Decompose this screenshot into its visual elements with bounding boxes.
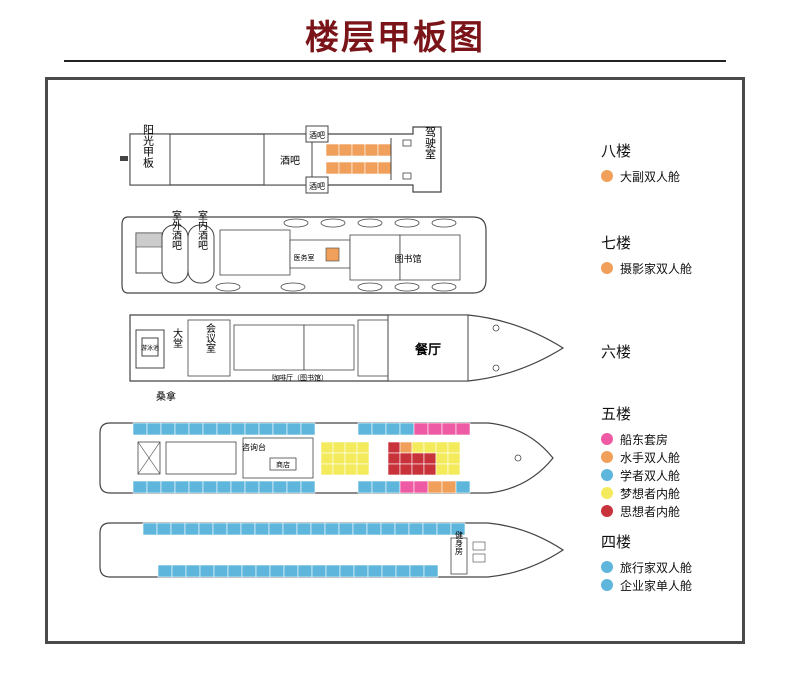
lounge-label: 咖啡厅（图书馆）	[272, 373, 328, 382]
deck-4-cabins-top	[142, 522, 466, 536]
restaurant-label: 餐厅	[414, 342, 441, 358]
legend-swatch	[601, 469, 613, 481]
legend-swatch	[601, 262, 613, 274]
bridge-label: 驾驶室	[424, 126, 437, 159]
library-label: 图书馆	[394, 253, 421, 265]
legend-item-label: 水手双人舱	[620, 450, 681, 465]
legend-deck-4: 四楼 旅行家双人舱 企业家单人舱	[601, 531, 692, 594]
legend-item-label: 梦想者内舱	[620, 486, 681, 501]
legend-item-label: 学者双人舱	[620, 468, 681, 483]
title-divider	[64, 60, 726, 62]
legend-item: 梦想者内舱	[601, 484, 680, 502]
bar-mid-label: 酒吧	[280, 155, 300, 167]
legend-swatch	[601, 433, 613, 445]
deck-5-plan: 咨询台 商店	[99, 422, 554, 494]
legend-item-label: 摄影家双人舱	[620, 261, 693, 276]
legend-floor-title: 四楼	[601, 533, 632, 551]
legend-floor-title: 五楼	[601, 405, 632, 423]
deck-8-plan: 阳光甲板 酒吧 酒吧 酒吧 驾驶室	[120, 124, 442, 194]
deck-5-cabins-bottom	[132, 480, 471, 494]
outdoor-bar-label: 室外酒吧	[170, 209, 182, 250]
clinic-label: 医务室	[294, 253, 315, 262]
legend-item: 摄影家双人舱	[601, 259, 692, 277]
pool-box	[141, 337, 159, 357]
legend-item: 大副双人舱	[601, 167, 680, 185]
legend-swatch	[601, 487, 613, 499]
legend-item: 水手双人舱	[601, 448, 680, 466]
legend-swatch	[601, 451, 613, 463]
legend-swatch	[601, 170, 613, 182]
legend-item: 旅行家双人舱	[601, 558, 692, 576]
pool-label: 游泳池	[141, 344, 159, 352]
deck-7-plan: 室外酒吧 室内酒吧 医务室 图书馆	[121, 209, 487, 294]
legend-floor-title: 七楼	[601, 234, 632, 252]
legend-item-label: 思想者内舱	[620, 504, 681, 519]
bar-bottom-label: 酒吧	[309, 182, 325, 191]
bar-top-label: 酒吧	[309, 131, 325, 140]
deck-4-plan: 健身房	[99, 522, 565, 578]
legend-item: 思想者内舱	[601, 502, 680, 520]
deck-5-cabins-top	[132, 422, 471, 436]
deck-5-inner-cabins	[320, 441, 461, 476]
meeting-room-label: 会议室	[204, 322, 216, 353]
sun-deck-label: 阳光甲板	[142, 124, 155, 169]
shop-label: 商店	[276, 460, 290, 469]
legend-item: 企业家单人舱	[601, 576, 692, 594]
legend-deck-6: 六楼	[601, 341, 631, 368]
legend-item-label: 船东套房	[620, 432, 669, 447]
legend-item: 船东套房	[601, 430, 680, 448]
deck-6-plan: 游泳池 大堂 会议室 桑拿 咖啡厅（图书馆） 餐厅	[129, 314, 565, 403]
legend-swatch	[601, 505, 613, 517]
deck-plan-frame: 阳光甲板 酒吧 酒吧 酒吧 驾驶室	[45, 77, 745, 644]
legend-item-label: 企业家单人舱	[620, 578, 693, 593]
legend-item-label: 旅行家双人舱	[620, 560, 693, 575]
sauna-label: 桑拿	[156, 390, 176, 403]
page-title: 楼层甲板图	[305, 18, 485, 58]
info-desk-label: 咨询台	[242, 442, 266, 452]
legend-floor-title: 八楼	[601, 142, 632, 160]
legend-swatch	[601, 579, 613, 591]
indoor-bar-label: 室内酒吧	[196, 209, 208, 250]
hall-label: 大堂	[171, 327, 183, 348]
gym-label: 健身房	[455, 530, 464, 556]
legend-swatch	[601, 561, 613, 573]
legend-deck-5: 五楼 船东套房 水手双人舱 学者双人舱 梦想者内舱 思想者内舱	[601, 403, 680, 520]
legend-item: 学者双人舱	[601, 466, 680, 484]
deck-8-cabins	[325, 143, 392, 175]
deck-7-cabin	[325, 247, 340, 262]
legend-floor-title: 六楼	[601, 343, 632, 361]
legend-item-label: 大副双人舱	[620, 169, 681, 184]
legend-deck-8: 八楼 大副双人舱	[601, 140, 680, 185]
deck-4-cabins-bottom	[157, 564, 439, 578]
legend-deck-7: 七楼 摄影家双人舱	[601, 232, 692, 277]
deck-plan-drawing: 阳光甲板 酒吧 酒吧 酒吧 驾驶室	[99, 124, 565, 578]
